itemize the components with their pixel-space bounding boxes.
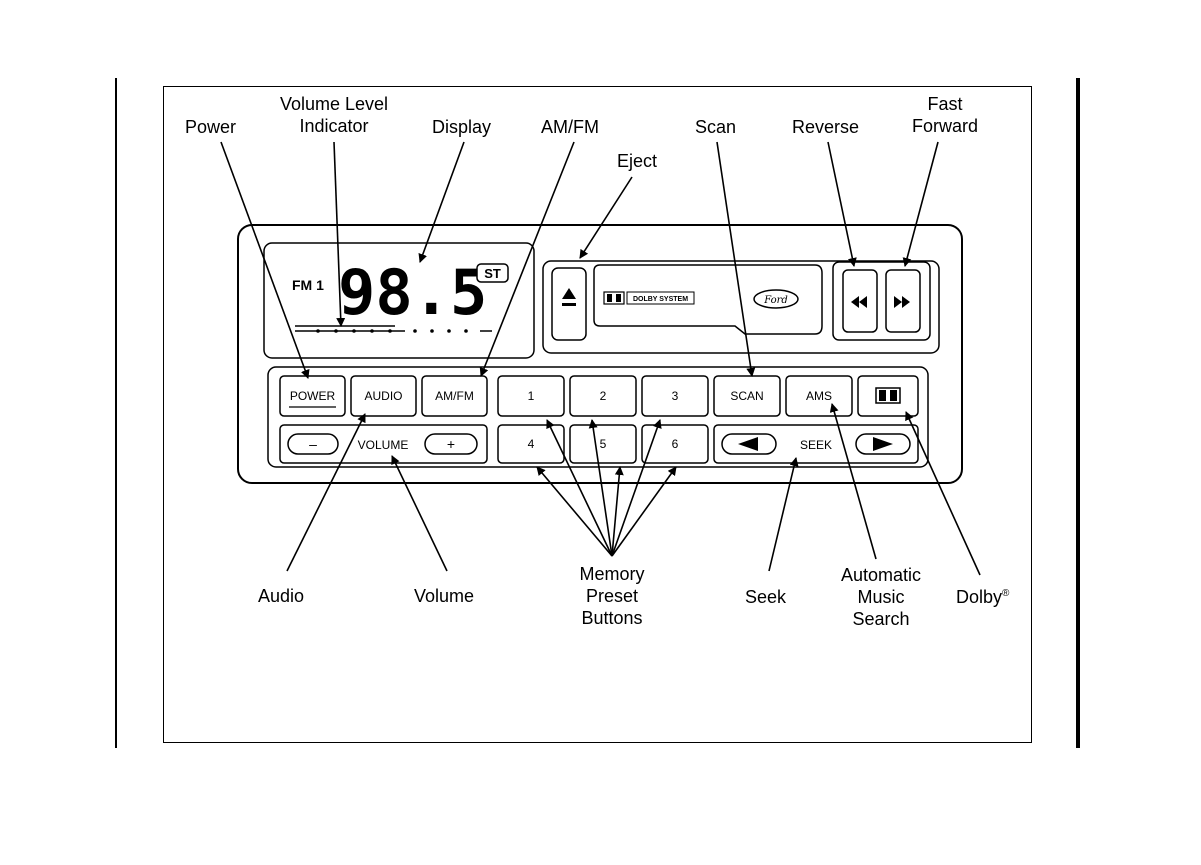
dolby-button-icon	[876, 388, 900, 403]
band-indicator: FM 1	[292, 277, 324, 293]
callout-automatic-music-search: Automatic Music Search	[826, 564, 936, 630]
dolby-icon	[604, 292, 624, 304]
callout-volume-level-line1: Volume Level	[267, 93, 401, 115]
callout-memory-line3: Buttons	[562, 607, 662, 629]
callout-fast-line1: Fast	[900, 93, 990, 115]
am-fm-button-label: AM/FM	[435, 389, 474, 403]
callout-dolby: Dolby®	[956, 586, 1009, 608]
callout-ams-line2: Music	[826, 586, 936, 608]
scan-button-label: SCAN	[730, 389, 763, 403]
callout-reverse: Reverse	[792, 116, 859, 138]
callout-eject: Eject	[617, 150, 657, 172]
seek-label: SEEK	[800, 438, 832, 452]
ams-button-label: AMS	[806, 389, 832, 403]
volume-up-label: +	[447, 436, 455, 452]
callout-volume-level-line2: Indicator	[267, 115, 401, 137]
power-button-label: POWER	[290, 389, 336, 403]
preset-2-label: 2	[600, 389, 607, 403]
frequency-readout: 98.5	[338, 256, 487, 329]
callout-memory-line1: Memory	[562, 563, 662, 585]
preset-6-label: 6	[672, 437, 679, 451]
reverse-button[interactable]	[843, 270, 877, 332]
audio-button-label: AUDIO	[364, 389, 402, 403]
callout-fast-line2: Forward	[900, 115, 990, 137]
brand-logo-text: Ford	[763, 295, 788, 306]
callout-am-fm: AM/FM	[541, 116, 599, 138]
callout-seek: Seek	[745, 586, 786, 608]
preset-1-label: 1	[528, 389, 535, 403]
callout-dolby-text: Dolby	[956, 587, 1002, 607]
tape-label: DOLBY SYSTEM	[633, 296, 688, 303]
callout-scan: Scan	[695, 116, 736, 138]
volume-label: VOLUME	[358, 438, 409, 452]
callout-volume-level-indicator: Volume Level Indicator	[267, 93, 401, 137]
callout-dolby-mark: ®	[1002, 588, 1009, 599]
preset-5-label: 5	[600, 437, 607, 451]
callout-ams-line1: Automatic	[826, 564, 936, 586]
callout-memory-line2: Preset	[562, 585, 662, 607]
preset-3-label: 3	[672, 389, 679, 403]
callout-fast-forward: Fast Forward	[900, 93, 990, 137]
callout-ams-line3: Search	[826, 608, 936, 630]
stereo-label: ST	[484, 266, 501, 281]
volume-down-label: –	[309, 436, 317, 452]
callout-power: Power	[185, 116, 236, 138]
callout-display: Display	[432, 116, 491, 138]
preset-4-label: 4	[528, 437, 535, 451]
callout-memory-preset-buttons: Memory Preset Buttons	[562, 563, 662, 629]
callout-audio: Audio	[258, 585, 304, 607]
callout-volume: Volume	[414, 585, 474, 607]
